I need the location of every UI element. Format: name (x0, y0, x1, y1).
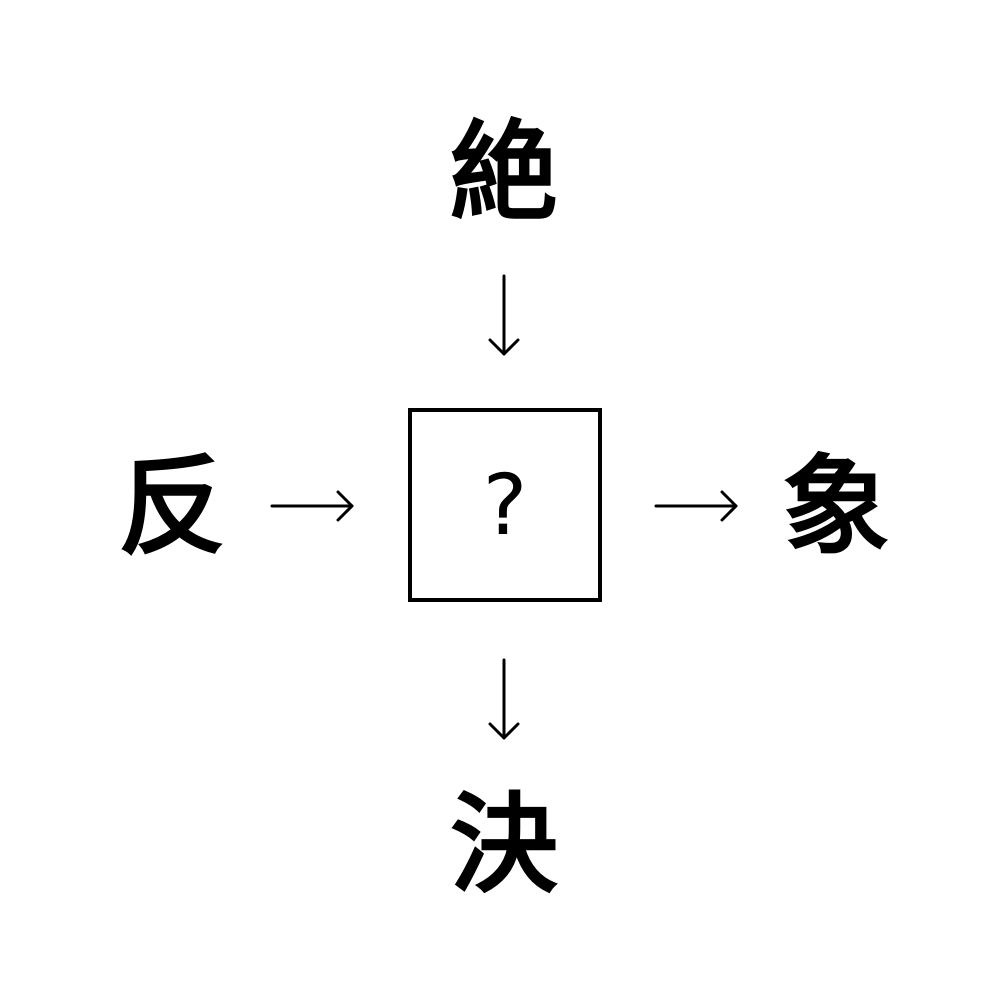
arrow-right-right-icon (654, 490, 738, 522)
answer-box: ? (408, 408, 602, 602)
arrow-right-left-icon (270, 490, 354, 522)
left-kanji: 反 (117, 445, 226, 570)
top-kanji: 絶 (449, 111, 558, 236)
bottom-kanji: 決 (449, 783, 558, 908)
right-kanji: 象 (781, 445, 890, 570)
question-mark: ? (482, 456, 528, 554)
arrow-down-top-icon (488, 274, 520, 356)
arrow-down-bottom-icon (488, 658, 520, 740)
